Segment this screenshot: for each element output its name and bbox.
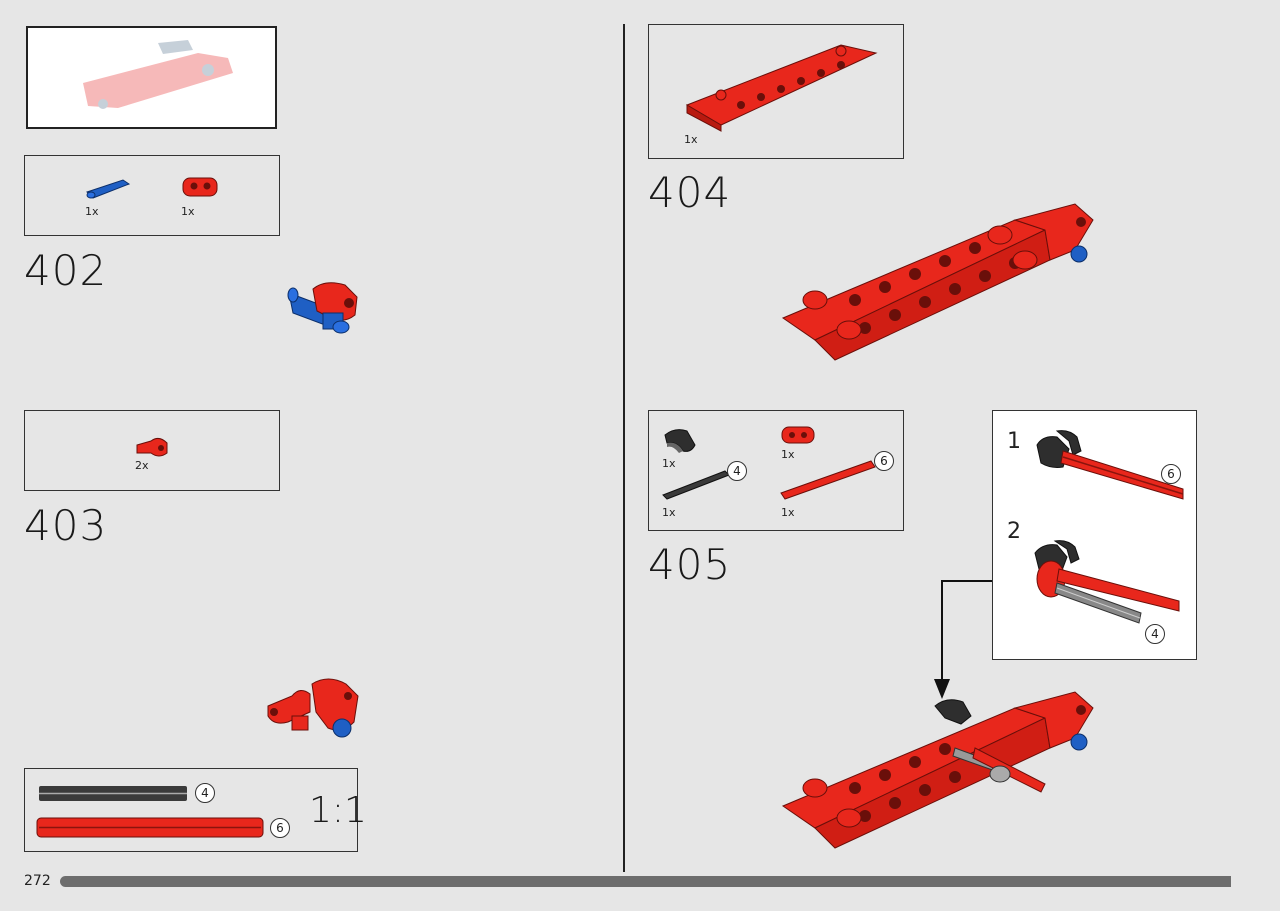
axle-length-callout: 4 — [1145, 624, 1165, 644]
step-403-assembly — [267, 678, 359, 738]
axle-length-callout: 4 — [195, 783, 215, 803]
parts-list-402: 1x 1x — [24, 155, 280, 236]
parts-list-405: 1x 1x 4 1x 6 1x — [648, 410, 904, 531]
scale-reference-box: 4 6 1:1 — [24, 768, 367, 852]
progress-bar-fill — [60, 876, 1232, 887]
red-axle-icon — [780, 460, 876, 500]
part-qty: 1x — [781, 448, 795, 461]
part-qty: 2x — [135, 459, 149, 472]
parts-list-403: 2x — [24, 410, 280, 491]
model-preview-box — [26, 26, 277, 129]
part-qty: 1x — [662, 457, 676, 470]
step-number-405: 405 — [648, 540, 732, 589]
part-qty: 1x — [684, 133, 698, 146]
step-number-402: 402 — [24, 246, 108, 295]
red-connector-icon — [182, 177, 218, 197]
axle-length-callout: 6 — [1161, 464, 1181, 484]
red-beam-panel-icon — [685, 44, 878, 132]
substep-1-assembly — [1036, 430, 1184, 500]
model-preview-icon — [83, 40, 233, 109]
red-axle-connector-icon — [136, 437, 168, 457]
step-402-assembly — [287, 282, 358, 334]
red-axle-icon — [36, 817, 264, 838]
substep-2-assembly — [1034, 540, 1180, 624]
scale-label: 1:1 — [309, 790, 367, 831]
sub-assembly-box: 1 6 2 4 — [992, 410, 1197, 660]
progress-bar-track — [60, 876, 1280, 887]
step-405-assembly — [781, 691, 1094, 849]
page-number: 272 — [24, 873, 51, 889]
dark-grey-axle-icon — [662, 470, 730, 500]
axle-length-callout: 6 — [270, 818, 290, 838]
part-qty: 1x — [662, 506, 676, 519]
dark-grey-bush-icon — [664, 429, 696, 453]
part-qty: 1x — [85, 205, 99, 218]
substep-number: 2 — [1007, 519, 1021, 544]
red-connector-icon — [781, 426, 815, 444]
parts-list-404: 1x — [648, 24, 904, 159]
page-divider — [623, 24, 625, 872]
step-number-403: 403 — [24, 501, 108, 550]
step-404-assembly — [781, 203, 1094, 361]
part-qty: 1x — [781, 506, 795, 519]
step-number-404: 404 — [648, 168, 732, 217]
part-qty: 1x — [181, 205, 195, 218]
axle-length-callout: 6 — [874, 451, 894, 471]
substep-number: 1 — [1007, 429, 1021, 454]
dark-grey-axle-icon — [39, 786, 187, 801]
insert-arrow — [934, 580, 992, 699]
axle-length-callout: 4 — [727, 461, 747, 481]
blue-pin-icon — [86, 179, 131, 199]
